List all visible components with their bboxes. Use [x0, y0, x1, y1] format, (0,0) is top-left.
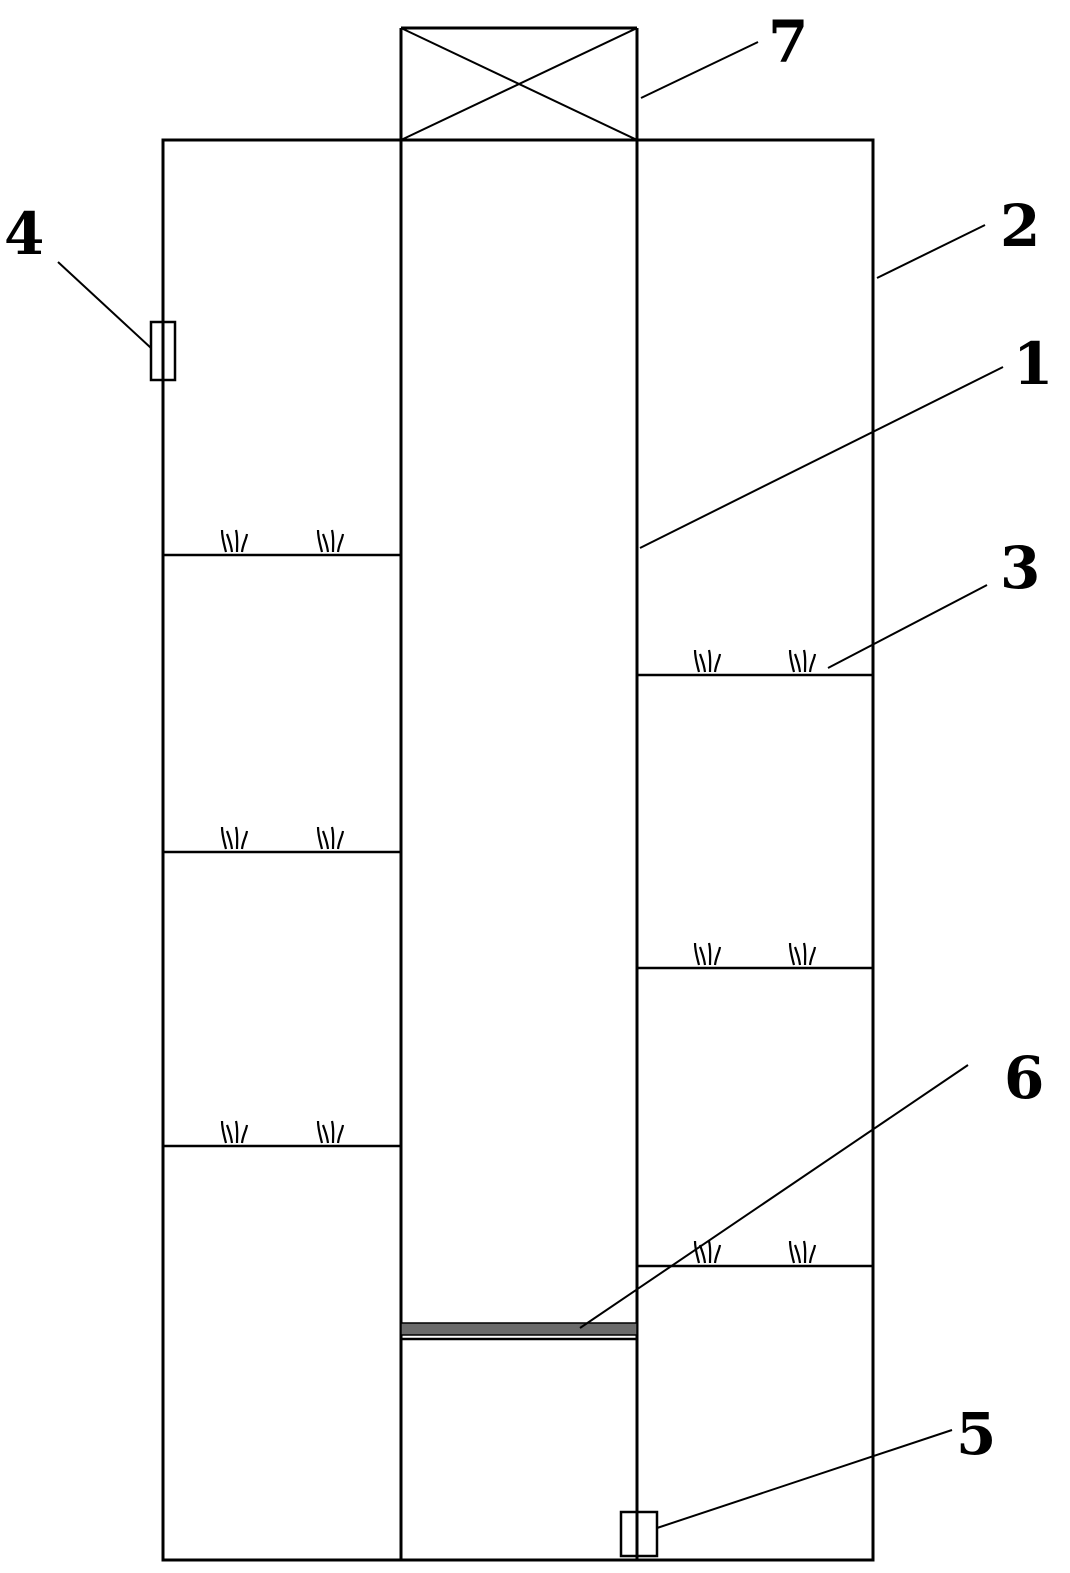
label-5: 5 [956, 1400, 996, 1468]
sprout-icon [316, 825, 345, 851]
sprout-icon [693, 648, 722, 674]
leader-line-4 [57, 261, 152, 349]
sprout-icon [316, 1119, 345, 1145]
sprout-icon [316, 528, 345, 554]
label-6: 6 [1004, 1044, 1044, 1112]
leader-line-1 [639, 366, 1004, 549]
left-port [149, 320, 177, 382]
sprout-icon [220, 825, 249, 851]
outer-housing [161, 138, 875, 1562]
sprout-icon [220, 1119, 249, 1145]
label-7: 7 [768, 8, 808, 76]
leader-line-3 [827, 584, 988, 669]
leader-line-6 [579, 1064, 969, 1329]
sprout-icon [693, 1239, 722, 1265]
sprout-icon [693, 941, 722, 967]
sprout-icon [220, 528, 249, 554]
label-1: 1 [1013, 330, 1053, 398]
sprout-icon [788, 1239, 817, 1265]
leader-line-2 [876, 224, 986, 279]
sprout-icon [788, 941, 817, 967]
label-2: 2 [1000, 192, 1040, 260]
leader-line-7 [640, 41, 759, 99]
top-fan-box [400, 26, 638, 142]
label-4: 4 [4, 200, 44, 268]
leader-line-5 [656, 1429, 953, 1529]
filter-layer [400, 1322, 638, 1336]
label-3: 3 [1000, 534, 1040, 602]
bottom-port [619, 1510, 659, 1558]
sprout-icon [788, 648, 817, 674]
